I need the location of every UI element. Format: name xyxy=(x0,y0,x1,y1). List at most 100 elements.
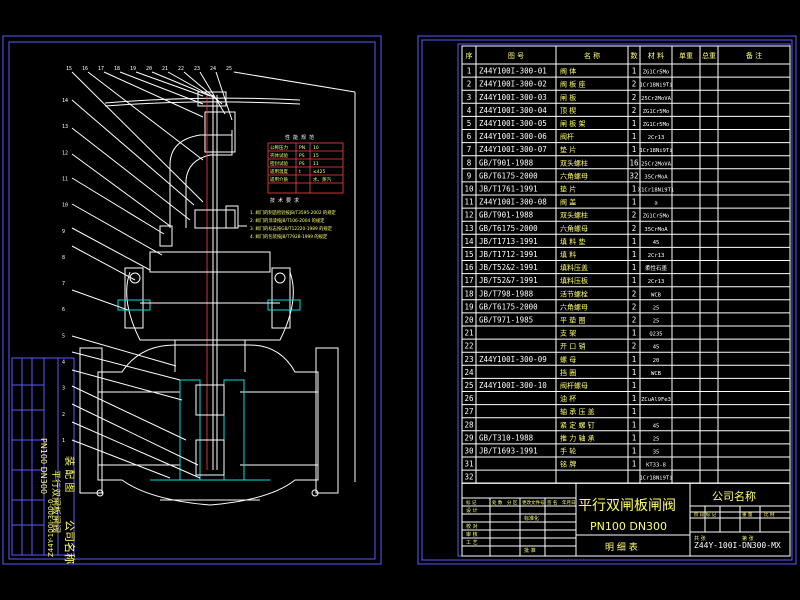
bom-row-material: 45 xyxy=(653,345,660,351)
bom-row-qty: 1 xyxy=(632,368,637,377)
bom-row-material: ZG1Cr5Mo xyxy=(643,214,670,220)
bom-row-material: ZG1Cr5Mo xyxy=(643,122,670,128)
bom-row-no: 7 xyxy=(467,145,472,154)
bom-row-material: 2Cr13 xyxy=(648,253,665,259)
bom-valve-name: 平行双闸板闸阀 xyxy=(578,498,676,514)
bom-row-qty: 1 xyxy=(632,460,637,469)
bom-drawing-no: Z44Y-100I-DN300-MX xyxy=(694,541,781,550)
bom-row-qty: 2 xyxy=(632,93,637,102)
bom-row-no: 13 xyxy=(464,224,473,233)
bom-row-material: 45 xyxy=(653,423,660,429)
bom-row-qty: 32 xyxy=(629,171,638,180)
tb-role: 审 核 xyxy=(466,531,478,538)
perf-sym: PN xyxy=(299,145,305,151)
perf-key: 公称压力 xyxy=(270,144,288,151)
left-title-block: 平行双闸板闸阀 PN100 DN300 公司名称 装 配 图 Z44Y-100I… xyxy=(11,357,77,564)
bom-row-name: 支 架 xyxy=(560,329,576,338)
bom-header: 名 称 xyxy=(584,51,600,60)
tb-right-label: 重 量 xyxy=(742,511,753,518)
bom-row-drawing: GB/T901-1988 xyxy=(479,211,534,220)
bom-row-name: 紧 定 螺 钉 xyxy=(560,420,595,429)
bom-row-drawing: JB/T52&2-1991 xyxy=(479,263,538,272)
bom-row-no: 19 xyxy=(464,302,473,311)
tb-label: 分 区 xyxy=(507,499,518,506)
bom-row-name: 活节螺栓 xyxy=(560,289,588,298)
bom-row-no: 28 xyxy=(464,420,474,429)
bom-row-qty: 2 xyxy=(632,211,637,220)
left-sheet: 平行双闸板闸阀 PN100 DN300 公司名称 装 配 图 Z44Y-100I… xyxy=(2,35,382,565)
perf-key: 密封试验 xyxy=(270,160,288,167)
tb-label: 处 数 xyxy=(492,499,503,506)
callout-24: 24 xyxy=(210,66,216,72)
bom-title-block: 平行双闸板闸阀 PN100 DN300 公司名称 明 细 表 Z44Y-100I… xyxy=(461,482,791,557)
bom-row-qty: 1 xyxy=(632,381,637,390)
tech-notes-title: 技 术 要 求 xyxy=(270,197,299,204)
bom-header: 单重 xyxy=(679,51,693,60)
bom-row-no: 2 xyxy=(467,80,472,89)
bom-row-no: 1 xyxy=(467,67,472,76)
bom-row-no: 26 xyxy=(464,394,474,403)
bom-row-name: 六角螺母 xyxy=(560,171,588,180)
packing-gland xyxy=(194,209,236,229)
callout-22: 22 xyxy=(178,66,184,72)
bom-row-name: 闸 板 架 xyxy=(560,119,585,128)
tech-note-line: 1. 阀门的制造检验按JB/T3595-2002 的规定 xyxy=(250,209,337,216)
leader-lines xyxy=(71,71,356,482)
bom-row-no: 17 xyxy=(464,276,473,285)
bom-sheet-title: 明 细 表 xyxy=(605,541,638,553)
bom-row-drawing: GB/T310-1988 xyxy=(479,433,534,442)
bom-row-drawing: JB/T1693-1991 xyxy=(479,447,538,456)
bom-row-material: 35CrMoA xyxy=(644,174,668,180)
bom-row-drawing: JB/T1713-1991 xyxy=(479,237,538,246)
bom-row-name: 油 杯 xyxy=(560,394,576,403)
bom-row-qty: 1 xyxy=(632,420,637,429)
bom-row-no: 6 xyxy=(467,132,472,141)
bom-row-material: 2Cr13 xyxy=(648,135,665,141)
left-flange xyxy=(79,347,103,494)
callout-7: 7 xyxy=(62,281,65,287)
bom-row-name: 双头螺柱 xyxy=(560,158,588,167)
bom-row-drawing: GB/T6175-2000 xyxy=(479,224,538,233)
bom-row-no: 22 xyxy=(464,342,473,351)
bom-row-qty: 1 xyxy=(632,263,637,272)
bom-row-drawing: Z44Y100I-300-01 xyxy=(479,67,547,76)
callout-14: 14 xyxy=(62,98,68,104)
tb-label: 签 名 xyxy=(547,499,557,506)
bom-header: 图 号 xyxy=(508,52,524,60)
callout-4: 4 xyxy=(62,360,65,366)
bom-row-qty: 1 xyxy=(632,119,637,128)
bom-row-name: 平 垫 圈 xyxy=(560,316,585,325)
bom-row-drawing: Z44Y100I-300-10 xyxy=(479,381,547,390)
bom-row-no: 32 xyxy=(464,473,473,482)
callout-19: 19 xyxy=(130,66,136,72)
bom-row-name: 六角螺母 xyxy=(560,302,588,311)
bom-row-material: 25 xyxy=(653,305,660,311)
callout-3: 3 xyxy=(62,386,65,392)
bom-row-no: 27 xyxy=(464,407,473,416)
bom-company: 公司名称 xyxy=(712,489,756,503)
bom-row-qty: 1 xyxy=(632,407,637,416)
bom-row-no: 3 xyxy=(467,93,472,102)
bom-row-drawing: Z44Y100I-300-08 xyxy=(479,198,547,207)
bom-row-drawing: Z44Y100I-300-05 xyxy=(479,119,547,128)
bom-row-material: X1Cr18Ni9Ti xyxy=(638,188,674,194)
bom-row-name: 填 料 垫 xyxy=(560,237,585,246)
right-flange xyxy=(315,347,339,494)
tb-role: 设 计 xyxy=(466,507,478,514)
bom-row-material: 25Cr2MoVA xyxy=(641,96,671,102)
bom-row-qty: 1 xyxy=(632,329,637,338)
callout-16: 16 xyxy=(82,66,88,72)
callout-1: 1 xyxy=(62,438,65,444)
bom-row-no: 18 xyxy=(464,289,474,298)
bom-row-material: 25 xyxy=(653,436,660,442)
bom-row-qty: 1 xyxy=(632,355,637,364)
callout-6: 6 xyxy=(62,307,65,313)
tb-role: 批 准 xyxy=(524,547,536,554)
bom-row-material: 柔性石墨 xyxy=(645,264,668,272)
bom-row-material: 20 xyxy=(653,358,660,364)
bom-row-drawing: JB/T52&7-1991 xyxy=(479,276,538,285)
bom-row-qty: 2 xyxy=(632,106,637,115)
handwheel xyxy=(104,97,301,104)
perf-sym: PS xyxy=(299,161,305,167)
